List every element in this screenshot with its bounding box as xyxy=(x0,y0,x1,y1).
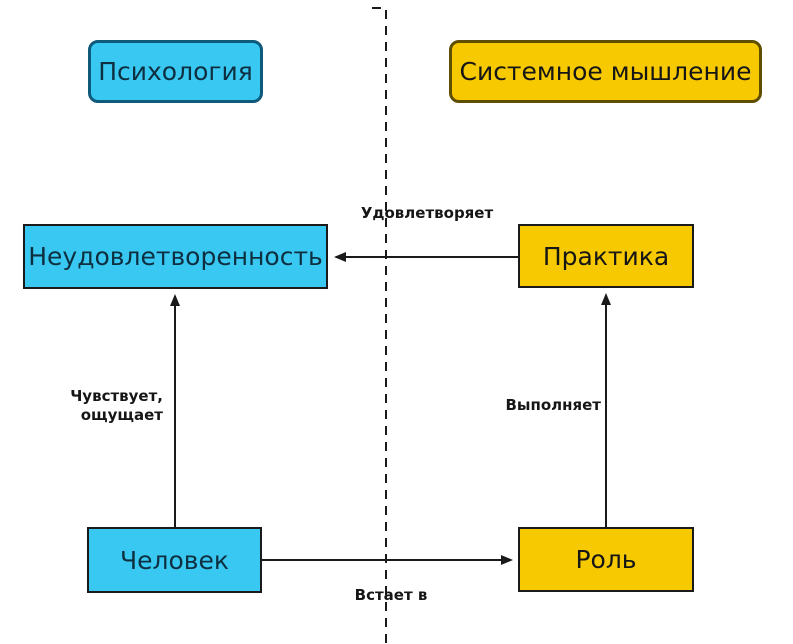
domain-box-psychology: Психология xyxy=(88,40,263,103)
domain-label-systems-thinking: Системное мышление xyxy=(459,57,752,86)
node-role: Роль xyxy=(518,527,694,592)
node-label-role: Роль xyxy=(575,545,637,574)
domain-label-psychology: Психология xyxy=(98,57,253,86)
edge-label-performs: Выполняет xyxy=(505,396,601,414)
node-label-dissatisfaction: Неудовлетворенность xyxy=(28,242,323,271)
node-label-person: Человек xyxy=(119,545,229,575)
edge-label-feels-line1: Чувствует, xyxy=(70,387,163,405)
node-dissatisfaction: Неудовлетворенность xyxy=(23,224,328,289)
edge-label-stands-in: Встает в xyxy=(354,586,428,604)
domain-divider-dashed-line xyxy=(372,7,387,644)
node-practice: Практика xyxy=(518,224,694,288)
node-label-practice: Практика xyxy=(542,241,670,271)
domain-box-systems-thinking: Системное мышление xyxy=(449,40,762,103)
edge-label-feels: Чувствует, ощущает xyxy=(70,387,163,425)
edge-label-satisfies: Удовлетворяет xyxy=(360,204,494,222)
node-person: Человек xyxy=(87,527,262,593)
edge-label-feels-line2: ощущает xyxy=(80,405,163,424)
